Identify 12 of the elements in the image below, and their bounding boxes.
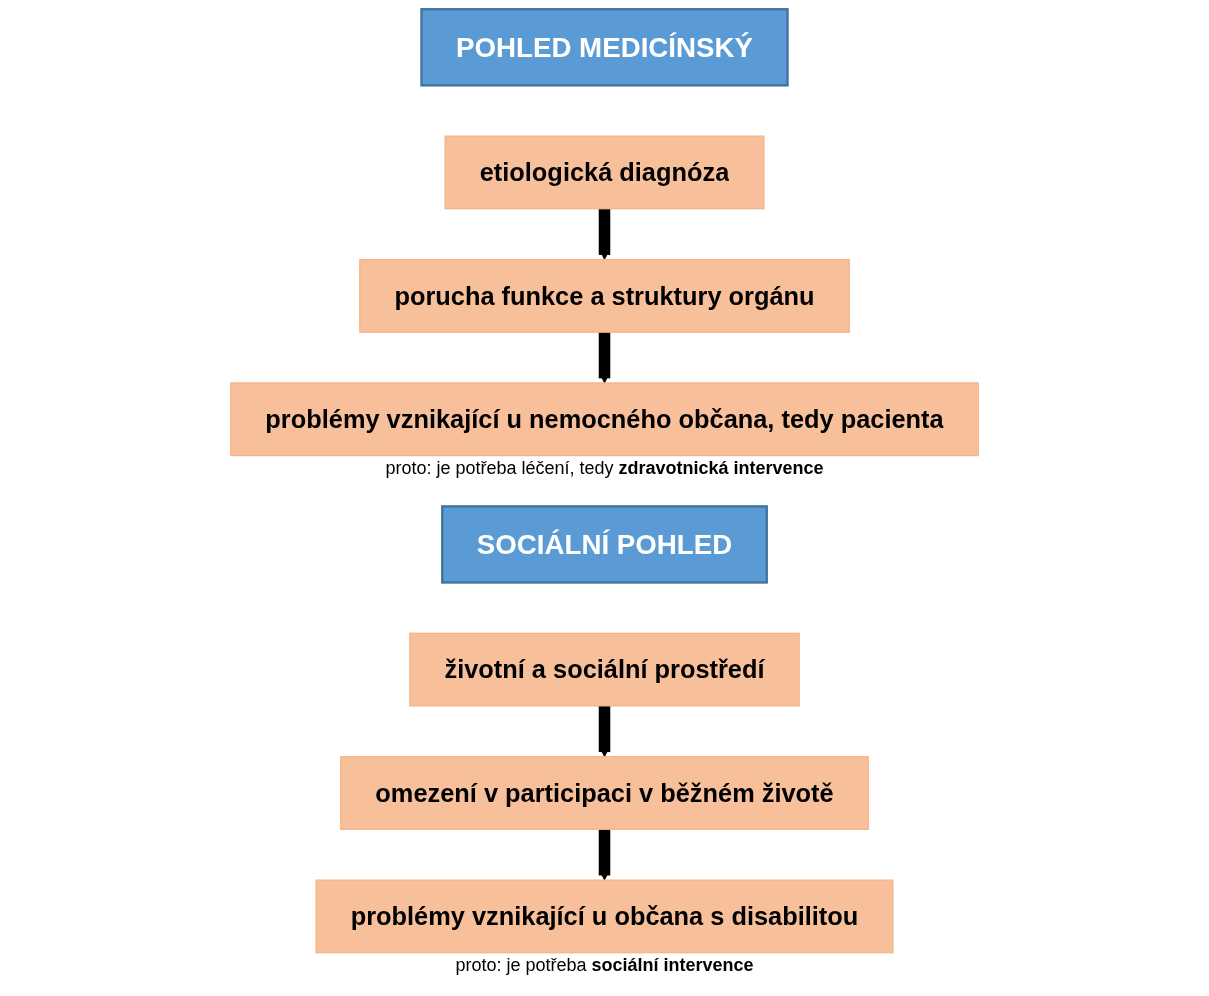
node-box: POHLED MEDICÍNSKÝ [420,8,789,87]
note-text: proto: je potřeba sociální intervence [455,954,754,976]
arrow [598,704,611,758]
node-box: porucha funkce a struktury orgánu [359,258,850,333]
node-box: etiologická diagnóza [444,135,765,210]
node-box: problémy vznikající u nemocného občana, tedy pacienta [230,382,979,457]
arrow [598,207,611,260]
node-box: životní a sociální prostředí [409,632,800,707]
node-box: SOCIÁLNÍ POHLED [441,505,768,584]
note-text: proto: je potřeba léčení, tedy zdravotnická intervence [385,457,824,479]
node-box: omezení v participaci v běžném životě [340,756,869,830]
node-box: problémy vznikající u občana s disabilitou [315,879,894,954]
